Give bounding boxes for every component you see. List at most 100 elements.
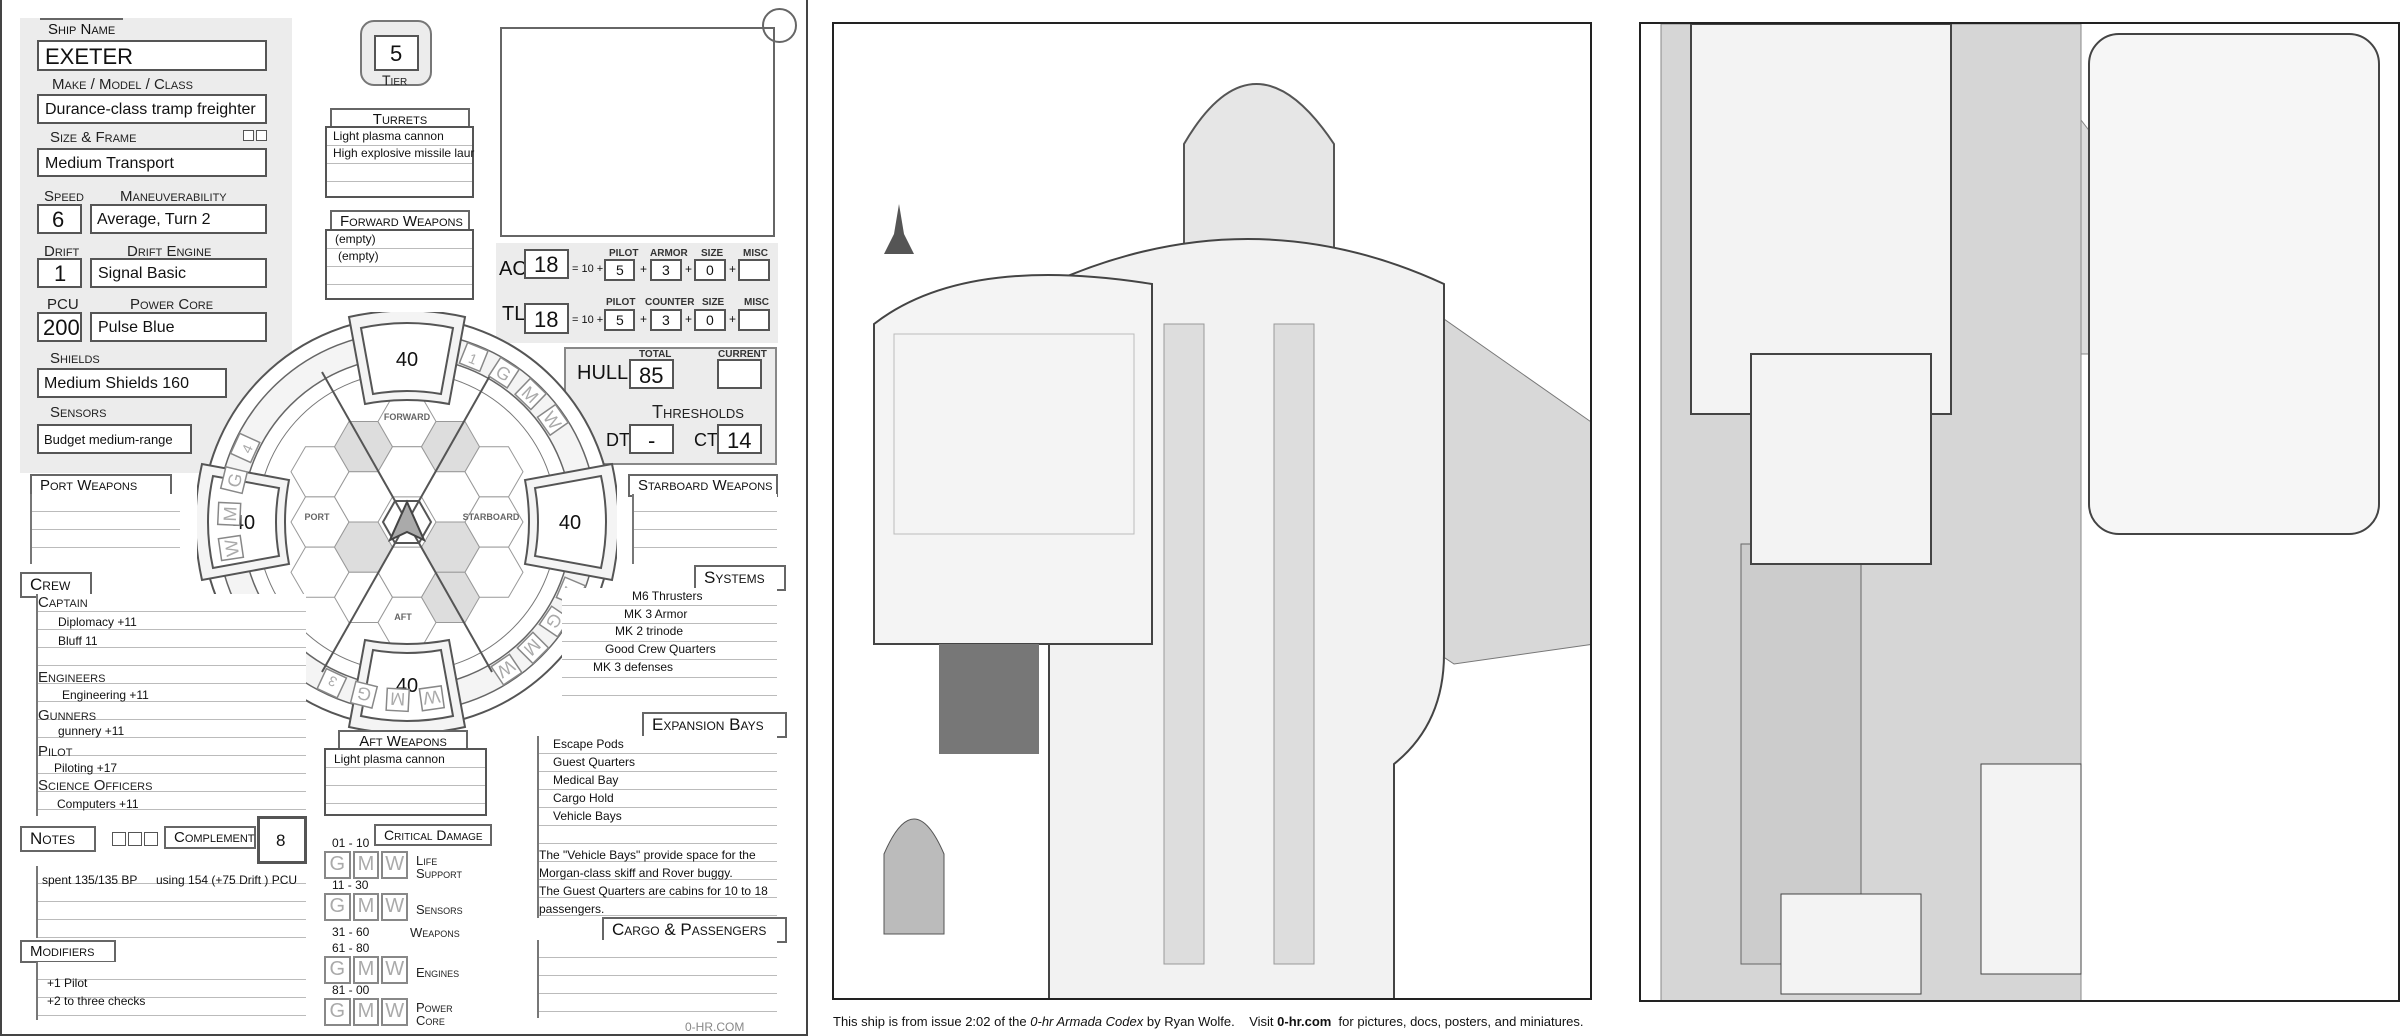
- crit-g-box[interactable]: G: [324, 851, 351, 879]
- quadrant-number: 4: [229, 432, 261, 464]
- complement-value: 8: [276, 831, 286, 850]
- ac-misc-field[interactable]: [738, 259, 770, 281]
- sensors-field[interactable]: Budget medium-range: [37, 424, 192, 454]
- maneuver-marker[interactable]: M: [513, 377, 548, 411]
- ac-field[interactable]: 18: [524, 249, 569, 279]
- system-item: MK 2 trinode: [615, 624, 684, 638]
- complement-field[interactable]: 8: [257, 816, 307, 864]
- tl-size-field[interactable]: 0: [694, 309, 726, 331]
- weapons-marker[interactable]: W: [217, 534, 245, 562]
- turrets-list[interactable]: Light plasma cannon High explosive missi…: [325, 126, 474, 198]
- maneuver-label: Maneuverability: [120, 188, 227, 205]
- notes-area[interactable]: spent 135/135 BP using 154 (+75 Drift ) …: [36, 866, 306, 938]
- system-item: MK 3 Armor: [624, 607, 688, 621]
- ac-misc-label: MISC: [743, 248, 768, 259]
- checkbox[interactable]: [243, 130, 254, 141]
- tl-misc-field[interactable]: [738, 309, 770, 331]
- gunnery-marker[interactable]: G: [349, 680, 379, 709]
- crit-m-box[interactable]: M: [352, 956, 380, 984]
- shields-field[interactable]: Medium Shields 160: [37, 368, 227, 398]
- tl-counter-field[interactable]: 3: [650, 309, 682, 331]
- maneuver-marker[interactable]: M: [385, 687, 411, 713]
- crit-m-box[interactable]: M: [352, 893, 380, 921]
- crew-list[interactable]: Captain Diplomacy +11 Bluff 11 Engineers…: [36, 594, 306, 816]
- crit-g-box[interactable]: G: [324, 893, 351, 921]
- aft-weapons-list[interactable]: Light plasma cannon: [324, 748, 487, 816]
- quadrant-number: 1: [458, 341, 489, 373]
- drift-field[interactable]: 1: [37, 258, 82, 288]
- tl-pilot-field[interactable]: 5: [604, 309, 635, 331]
- forward-weapons-list[interactable]: (empty) (empty): [325, 229, 474, 300]
- crit-range: 11 - 30: [332, 878, 369, 892]
- maneuver-field[interactable]: Average, Turn 2: [90, 204, 267, 234]
- systems-list[interactable]: M6 Thrusters MK 3 Armor MK 2 trinode Goo…: [562, 588, 777, 708]
- ac-pilot-label: PILOT: [609, 248, 639, 259]
- hull-total-value: 85: [639, 363, 664, 388]
- crit-g-box[interactable]: G: [324, 998, 351, 1026]
- ship-name-field[interactable]: EXETER: [37, 40, 267, 71]
- gunnery-marker[interactable]: G: [487, 356, 521, 389]
- expansion-bays-note: passengers.: [539, 902, 605, 916]
- expansion-bay-item: Escape Pods: [553, 737, 624, 751]
- drift-engine-field[interactable]: Signal Basic: [90, 258, 267, 288]
- ac-armor-field[interactable]: 3: [650, 259, 682, 281]
- dt-field[interactable]: -: [629, 424, 674, 454]
- power-core-field[interactable]: Pulse Blue: [90, 312, 267, 342]
- speed-field[interactable]: 6: [37, 204, 82, 234]
- crit-w-box[interactable]: W: [381, 893, 409, 921]
- weapons-marker[interactable]: W: [490, 653, 523, 686]
- crew-skill: Bluff 11: [58, 634, 98, 648]
- starboard-weapons-list[interactable]: [632, 494, 777, 564]
- forward-shield-box[interactable]: [347, 312, 467, 406]
- hull-current-field[interactable]: [717, 359, 762, 389]
- hull-total-field[interactable]: 85: [629, 359, 674, 389]
- ship-silhouette-icon: [884, 204, 914, 254]
- gunnery-marker[interactable]: G: [219, 465, 249, 495]
- maneuver-marker[interactable]: M: [216, 501, 242, 527]
- crit-w-box[interactable]: W: [381, 851, 409, 879]
- tl-counter-label: COUNTER: [645, 297, 695, 308]
- ct-field[interactable]: 14: [717, 424, 762, 454]
- checkbox[interactable]: [128, 832, 142, 846]
- checkbox[interactable]: [144, 832, 158, 846]
- checkbox[interactable]: [256, 130, 267, 141]
- ac-pilot-field[interactable]: 5: [604, 259, 635, 281]
- footer-link[interactable]: 0-hr.com: [1277, 1014, 1332, 1029]
- crit-w-box[interactable]: W: [381, 998, 409, 1026]
- maneuver-marker[interactable]: M: [516, 631, 550, 665]
- crit-g-box[interactable]: G: [324, 956, 351, 984]
- tier-field[interactable]: 5: [374, 35, 419, 71]
- modifier-item: +1 Pilot: [47, 976, 88, 990]
- crit-w-box[interactable]: W: [381, 956, 409, 984]
- size-field[interactable]: Medium Transport: [37, 148, 267, 177]
- crit-m-box[interactable]: M: [352, 998, 380, 1026]
- starboard-shield-box[interactable]: [523, 462, 617, 582]
- forward-shield-value: 40: [396, 349, 418, 371]
- port-weapons-list[interactable]: [30, 494, 180, 564]
- expansion-bays-list[interactable]: Escape Pods Guest Quarters Medical Bay C…: [537, 736, 777, 918]
- ac-size-field[interactable]: 0: [694, 259, 726, 281]
- checkbox[interactable]: [112, 832, 126, 846]
- tl-misc-label: MISC: [744, 297, 769, 308]
- pcu-field[interactable]: 200: [37, 312, 82, 342]
- notes-checkboxes: [112, 832, 158, 846]
- cargo-list[interactable]: [537, 940, 777, 1018]
- crew-role-gunners: Gunners: [38, 707, 97, 724]
- tl-value: 18: [534, 307, 559, 332]
- crew-header: Crew: [20, 572, 92, 598]
- forward-weapon-item: (empty): [338, 249, 379, 263]
- make-field[interactable]: Durance-class tramp freighter: [37, 94, 267, 124]
- modifier-item: +2 to three checks: [47, 994, 146, 1008]
- weapons-marker[interactable]: W: [418, 685, 446, 712]
- tl-label: TL: [502, 303, 526, 325]
- complement-label: Complement: [164, 826, 256, 849]
- crit-m-box[interactable]: M: [352, 851, 380, 879]
- tl-field[interactable]: 18: [524, 303, 569, 334]
- modifiers-list[interactable]: +1 Pilot +2 to three checks: [36, 962, 306, 1020]
- ship-image-box: [500, 27, 775, 237]
- deck-plan-lower: [832, 22, 1592, 1000]
